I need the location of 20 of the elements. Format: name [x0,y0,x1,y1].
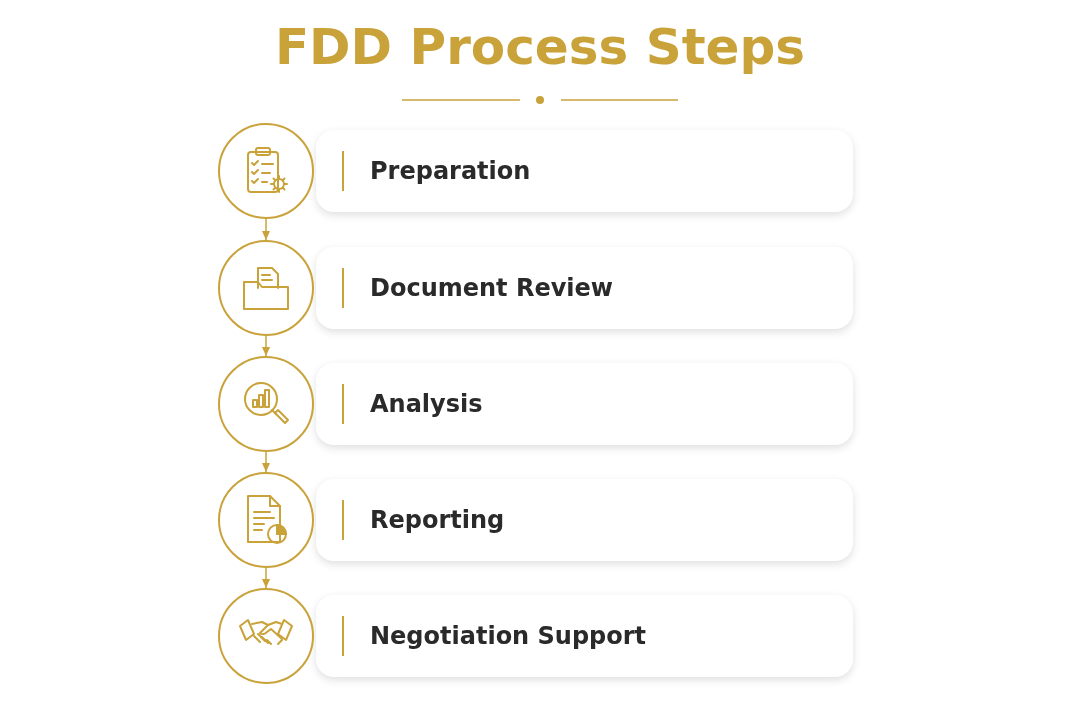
arrow [261,451,271,473]
step-card [316,595,853,677]
step-label: Reporting [370,505,505,536]
step-card [316,479,853,561]
step-card [316,247,853,329]
step-circle [218,240,314,336]
step-card [316,363,853,445]
arrow [261,567,271,589]
title: FDD Process Steps [273,18,807,76]
step-circle [218,472,314,568]
step-label: Analysis [370,389,483,420]
step-card [316,130,853,212]
step-label: Preparation [370,156,531,187]
step-circle [218,588,314,684]
step-label: Negotiation Support [370,621,647,652]
arrow [261,335,271,357]
step-label: Document Review [370,273,613,304]
arrow [261,218,271,241]
step-circle [218,356,314,452]
step-circle [218,123,314,219]
